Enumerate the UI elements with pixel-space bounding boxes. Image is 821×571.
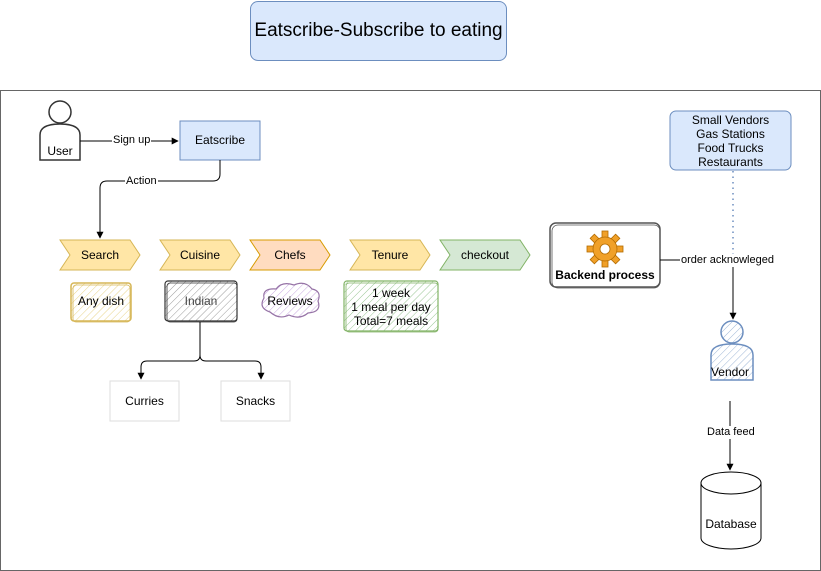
user-label: User [47, 144, 73, 158]
step-search-label: Search [80, 248, 120, 262]
database-icon [700, 471, 762, 550]
step-tenure-label: Tenure [371, 248, 409, 262]
order-edge-label: order acknowleged [680, 254, 775, 267]
tenure-line-2: 1 meal per day [351, 300, 431, 314]
eatscribe-label: Eatscribe [194, 133, 246, 147]
reviews-cloud [261, 282, 320, 318]
vendors-line-3: Food Trucks [697, 141, 764, 155]
tenure-line-3: Total=7 meals [353, 314, 429, 328]
database-label: Database [705, 517, 757, 531]
indian-label: Indian [184, 294, 218, 308]
reviews-label: Reviews [267, 294, 313, 308]
action-edge-label: Action [125, 175, 158, 188]
any-dish-box [70, 282, 132, 322]
step-cuisine-shape [159, 239, 241, 271]
vendor-label: Vendor [710, 365, 750, 379]
vendor-actor-icon [710, 320, 754, 381]
snacks-box [220, 380, 291, 422]
page-title: Eatscribe-Subscribe to eating [250, 1, 507, 61]
user-actor-icon [39, 100, 81, 161]
tenure-line-1: 1 week [371, 286, 411, 300]
datafeed-edge-label: Data feed [706, 426, 756, 439]
snacks-label: Snacks [235, 394, 276, 408]
gear-icon [586, 230, 624, 268]
step-checkout-shape [439, 239, 531, 271]
step-chefs-shape [249, 239, 331, 271]
vendors-line-2: Gas Stations [696, 127, 765, 141]
backend-label: Backend process [555, 268, 655, 282]
vendors-source-box [669, 110, 792, 171]
any-dish-label: Any dish [77, 294, 125, 308]
signup-edge-label: Sign up [112, 134, 152, 147]
step-search-shape [59, 239, 141, 271]
step-cuisine-label: Cuisine [179, 248, 221, 262]
curries-box [109, 380, 180, 422]
vendors-line-4: Restaurants [698, 155, 763, 169]
vendors-line-1: Small Vendors [691, 113, 770, 127]
step-chefs-label: Chefs [274, 248, 306, 262]
step-tenure-shape [349, 239, 431, 271]
curries-label: Curries [125, 394, 164, 408]
step-checkout-label: checkout [460, 248, 510, 262]
